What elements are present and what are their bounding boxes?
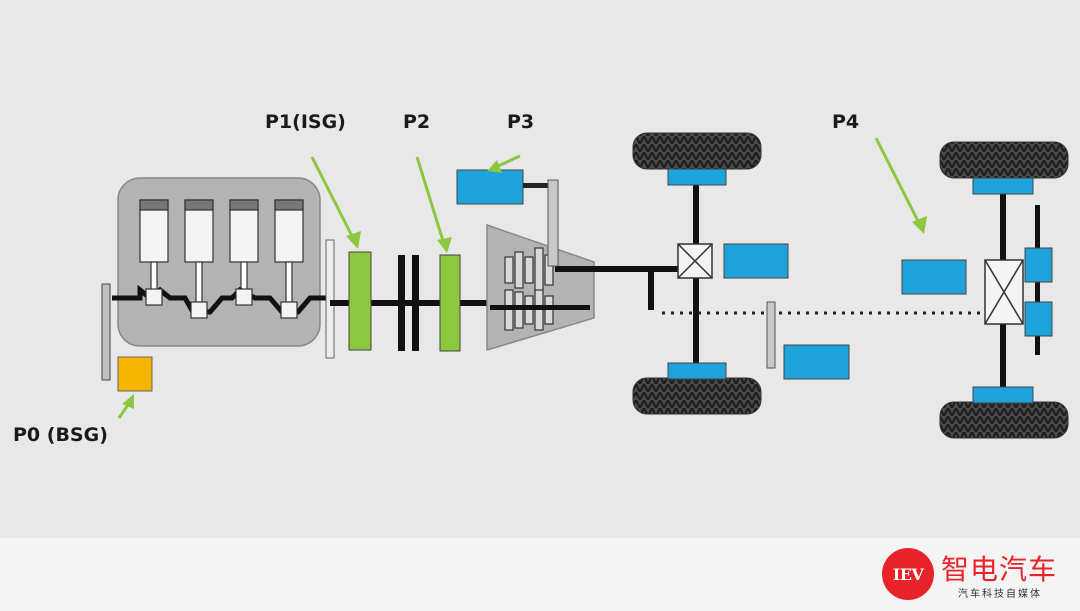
rear-left-hub-motor xyxy=(972,177,1034,195)
p3-motor xyxy=(456,169,524,205)
p3-drive-belt xyxy=(547,179,559,267)
label-p2: P2 xyxy=(403,111,431,133)
label-p0-bsg: P0 (BSG) xyxy=(13,424,108,446)
logo-mark: IEV xyxy=(892,564,924,584)
pointer-arrows xyxy=(117,137,927,419)
label-p4: P4 xyxy=(832,111,860,133)
brand-tagline: 汽车科技自媒体 xyxy=(958,589,1042,600)
hybrid-powertrain-diagram xyxy=(101,132,1069,439)
iev-logo-icon: IEV xyxy=(882,548,934,600)
mid-shaft-motor xyxy=(783,344,850,380)
diagram-panel: P1(ISG) P2 P3 P4 P0 (BSG) xyxy=(13,111,1069,446)
front-axle-motor xyxy=(723,243,789,279)
front-right-wheel xyxy=(632,377,762,415)
p4-rear-axle-motor xyxy=(901,259,967,295)
rear-left-wheel xyxy=(939,141,1069,179)
front-left-wheel xyxy=(632,132,762,170)
clutch-plate-right xyxy=(412,255,419,351)
clutch-plate-left xyxy=(398,255,405,351)
rear-right-wheel xyxy=(939,401,1069,439)
rear-wheel-motor-upper xyxy=(1024,247,1053,283)
front-pulley xyxy=(101,283,111,381)
front-right-hub-motor xyxy=(667,362,727,380)
label-p1-isg: P1(ISG) xyxy=(265,111,346,133)
p0-bsg-motor xyxy=(117,356,153,392)
engine-cylinders xyxy=(139,199,304,303)
rear-wheel-motor-lower xyxy=(1024,301,1053,337)
rear-right-hub-motor xyxy=(972,386,1034,404)
label-p3: P3 xyxy=(507,111,535,133)
p1-isg-motor xyxy=(348,251,372,351)
p2-motor xyxy=(439,254,461,352)
flywheel xyxy=(325,239,335,359)
brand-name: 智电汽车 xyxy=(941,553,1058,586)
front-left-hub-motor xyxy=(667,168,727,186)
